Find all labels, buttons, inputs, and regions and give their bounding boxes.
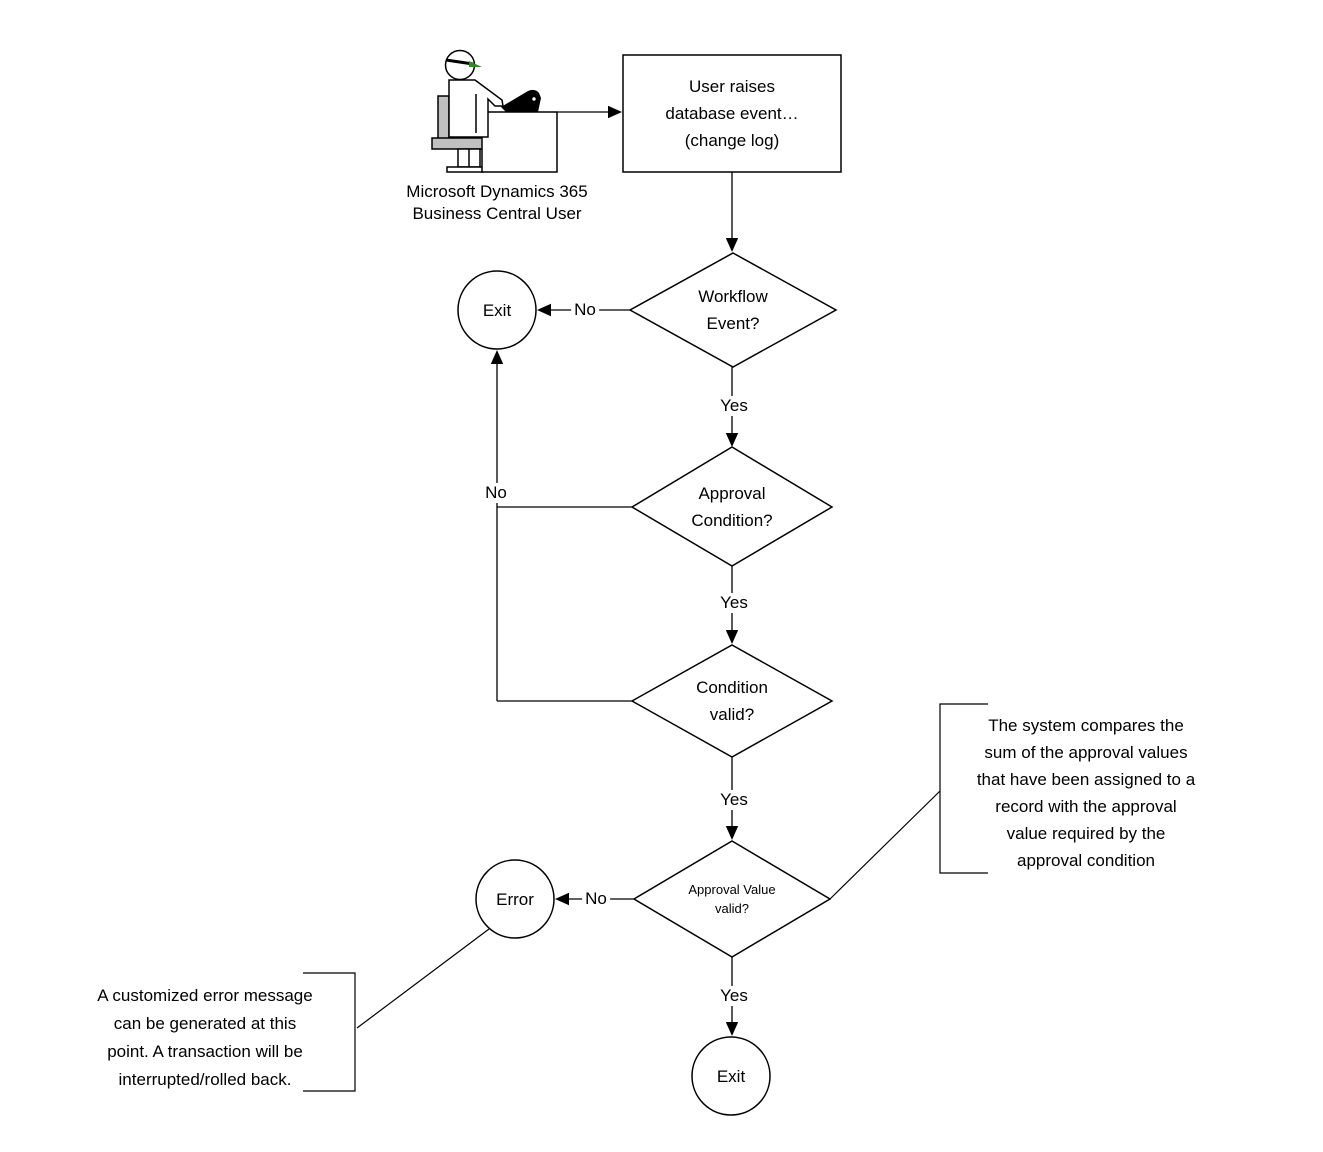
- left-annotation-line: A customized error message: [97, 986, 313, 1005]
- visor-band: [445, 58, 474, 66]
- edge-label-value-yes: Yes: [717, 986, 751, 1006]
- error-circle: [475, 859, 555, 939]
- exit-top-circle: [457, 270, 537, 350]
- user-at-computer-icon: [431, 49, 558, 173]
- right-annotation-line: The system compares the: [988, 716, 1184, 735]
- chair-seat: [431, 137, 487, 150]
- edge-label-value-no: No: [582, 889, 610, 909]
- visor-brim: [469, 61, 482, 67]
- edge-label-workflow-no: No: [571, 300, 599, 320]
- arrowhead-approval-condition: [725, 630, 739, 644]
- edge-label-approval-yes: Yes: [717, 593, 751, 613]
- edge-label-workflow-yes: Yes: [717, 396, 751, 416]
- right-annotation-line: that have been assigned to a: [976, 770, 1196, 789]
- edge-label-condition-yes: Yes: [717, 790, 751, 810]
- arrowhead-actor-start: [608, 105, 622, 119]
- left-annotation: A customized error message can be genera…: [55, 982, 355, 1094]
- right-annotation-line: value required by the: [1006, 824, 1166, 843]
- left-note-connector: [356, 928, 490, 1029]
- left-annotation-line: point. A transaction will be: [107, 1042, 303, 1061]
- arrowheads: [490, 105, 739, 1036]
- approval-condition-diamond: [630, 446, 834, 567]
- arrowhead-workflow-exit: [537, 303, 551, 317]
- actor-caption-line-1: Microsoft Dynamics 365: [406, 182, 588, 201]
- arrowhead-condition-value: [725, 826, 739, 840]
- exit-bottom-circle: [691, 1036, 771, 1116]
- right-annotation-line: approval condition: [1017, 851, 1155, 870]
- left-annotation-line: interrupted/rolled back.: [118, 1070, 292, 1089]
- annotations-graphics: [303, 703, 988, 1092]
- chair-back: [437, 95, 450, 140]
- arrowhead-value-exit: [725, 1022, 739, 1036]
- left-annotation-line: can be generated at this: [113, 1014, 297, 1033]
- right-annotation-line: sum of the approval values: [984, 743, 1188, 762]
- left-note-bracket: [303, 972, 356, 1092]
- actor-caption-line-2: Business Central User: [412, 204, 582, 223]
- edges: [496, 111, 733, 1023]
- condition-valid-diamond: [630, 644, 834, 758]
- right-note-bracket: [939, 703, 988, 874]
- arrowhead-start-workflow: [725, 238, 739, 252]
- shapes: [457, 54, 842, 1116]
- edge-label-approval-no: No: [482, 483, 510, 503]
- laptop-icon: [501, 89, 541, 112]
- start-box-shape: [622, 54, 842, 173]
- right-annotation-line: record with the approval: [995, 797, 1177, 816]
- arrowhead-value-error: [555, 892, 569, 906]
- right-note-connector: [829, 790, 941, 900]
- arrowhead-workflow-approval: [725, 433, 739, 447]
- chair-base: [446, 166, 484, 173]
- desk: [481, 111, 558, 173]
- arrowhead-no-rail-exit: [490, 350, 504, 364]
- right-annotation: The system compares the sum of the appro…: [936, 712, 1236, 874]
- workflow-event-diamond: [628, 252, 838, 368]
- approval-value-valid-diamond: [632, 840, 832, 958]
